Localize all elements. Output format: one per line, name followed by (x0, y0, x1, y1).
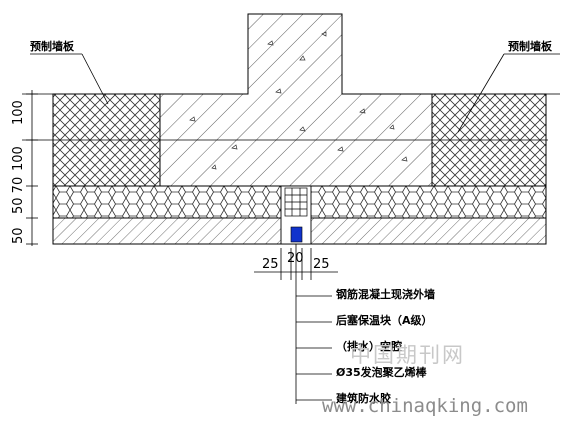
callout-drain-cavity: （排水）空腔 (336, 339, 402, 353)
aggregate-marks (189, 31, 408, 170)
dim-v-1: 100 (11, 100, 26, 125)
watermark-url: www.chinaqking.com (322, 395, 528, 417)
leader-precast-right (457, 53, 505, 133)
dim-h-2: 20 (287, 251, 304, 266)
cast-concrete-wall (159, 13, 433, 187)
leader-precast-left (81, 53, 109, 105)
dim-v-3: 50 70 (11, 177, 26, 214)
callout-cast-wall: 钢筋混凝土现浇外墙 (336, 287, 435, 301)
dim-v-2: 100 (11, 146, 26, 171)
label-precast-left: 预制墙板 (30, 39, 75, 53)
label-precast-right: 预制墙板 (508, 39, 553, 53)
dim-v-4: 50 (11, 227, 26, 244)
callout-leaders (295, 244, 332, 404)
callout-insulation-block: 后塞保温块（A级） (336, 313, 433, 327)
sealant (290, 226, 303, 243)
insulation-plug (284, 187, 308, 217)
left-dimension-line (26, 90, 38, 246)
callout-sealant: 建筑防水胶 (336, 391, 391, 405)
dim-h-3: 25 (313, 257, 330, 272)
dim-h-1: 25 (262, 257, 279, 272)
watermark-cn: 中国期刊网 (350, 343, 465, 367)
callout-pe-rod: Ø35发泡聚乙烯棒 (336, 365, 428, 379)
